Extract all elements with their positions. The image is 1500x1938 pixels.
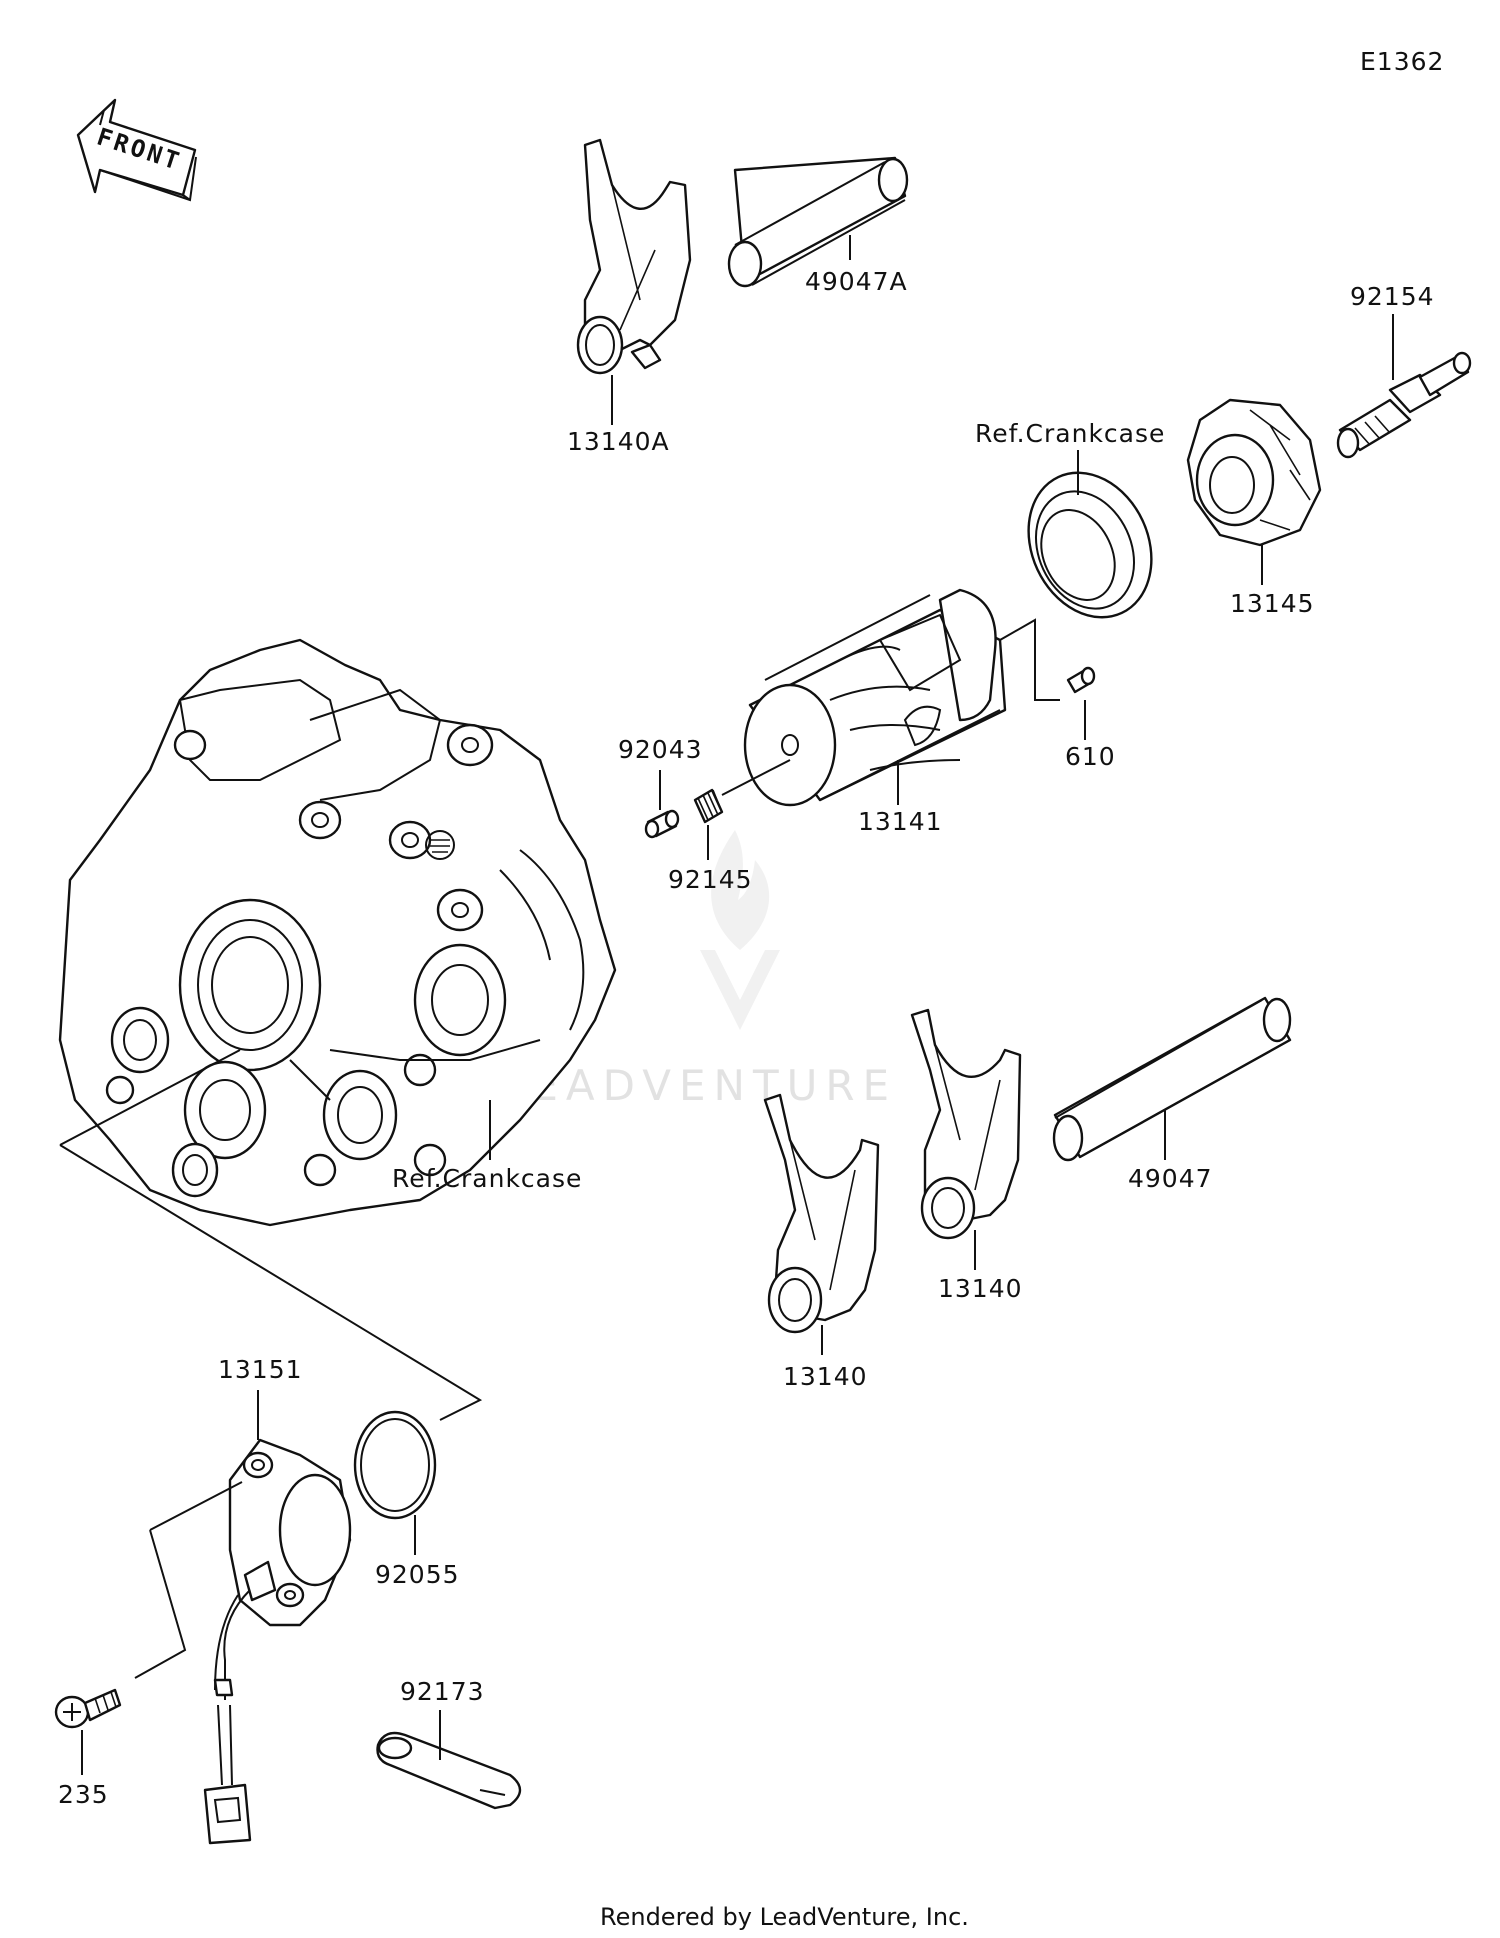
shift-fork-13140-right xyxy=(910,1008,1022,1240)
front-arrow-icon: FRONT xyxy=(76,98,197,202)
shift-rod-49047A xyxy=(727,156,909,288)
gear-position-sensor-13151 xyxy=(203,1438,352,1845)
pin-92043 xyxy=(644,809,680,839)
label-13140-left: 13140 xyxy=(783,1362,868,1391)
spring-92145 xyxy=(693,788,724,824)
bearing-ref-crankcase xyxy=(1027,471,1153,619)
watermark-text: LEADVENTURE xyxy=(500,1061,897,1110)
watermark-logo xyxy=(700,830,780,1030)
bolt-92154 xyxy=(1336,351,1472,459)
label-49047A: 49047A xyxy=(805,267,908,296)
shift-rod-49047 xyxy=(1052,996,1292,1162)
shift-drum-13141 xyxy=(743,588,1007,807)
pin-610 xyxy=(1066,666,1096,694)
clamp-92173 xyxy=(376,1731,522,1810)
label-92173: 92173 xyxy=(400,1677,485,1706)
label-92055: 92055 xyxy=(375,1560,460,1589)
label-235: 235 xyxy=(58,1780,109,1809)
label-49047: 49047 xyxy=(1128,1164,1213,1193)
label-13145: 13145 xyxy=(1230,589,1315,618)
label-92145: 92145 xyxy=(668,865,753,894)
label-13151: 13151 xyxy=(218,1355,303,1384)
label-92154: 92154 xyxy=(1350,282,1435,311)
label-13140A: 13140A xyxy=(567,427,670,456)
o-ring-92055 xyxy=(353,1410,437,1520)
diagram-code: E1362 xyxy=(1360,47,1444,76)
footer-credit: Rendered by LeadVenture, Inc. xyxy=(600,1903,969,1931)
label-13140-right: 13140 xyxy=(938,1274,1023,1303)
label-13141: 13141 xyxy=(858,807,943,836)
label-610: 610 xyxy=(1065,742,1116,771)
label-ref-crankcase-main: Ref.Crankcase xyxy=(392,1164,582,1193)
shift-fork-13140-left xyxy=(763,1093,880,1334)
shift-cam-13145 xyxy=(1186,398,1322,547)
shift-fork-13140A xyxy=(576,138,692,375)
crankcase-ref xyxy=(58,638,617,1227)
label-ref-crankcase-top: Ref.Crankcase xyxy=(975,419,1165,448)
screw-235 xyxy=(54,1688,122,1729)
label-92043: 92043 xyxy=(618,735,703,764)
